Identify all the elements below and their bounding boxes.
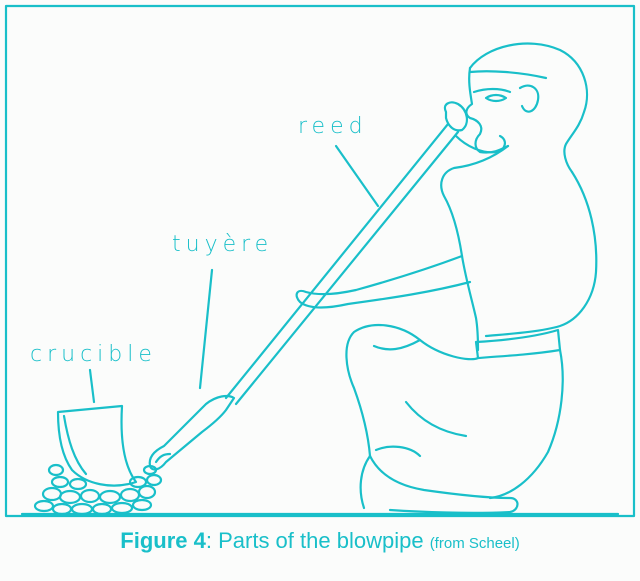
label-reed: reed bbox=[298, 114, 368, 139]
charcoal-pile bbox=[35, 465, 161, 514]
figure-border bbox=[6, 6, 634, 516]
caption-text: Parts of the blowpipe bbox=[212, 528, 424, 553]
figure-caption: Figure 4: Parts of the blowpipe (from Sc… bbox=[0, 528, 640, 554]
reed-pipe bbox=[226, 124, 458, 404]
tuyere-leader bbox=[200, 270, 212, 388]
caption-source: (from Scheel) bbox=[430, 535, 520, 552]
crucible-shape bbox=[58, 406, 136, 486]
reed-leader bbox=[336, 146, 378, 206]
label-tuyere: tuyère bbox=[172, 232, 273, 257]
tuyere-nozzle bbox=[150, 396, 234, 469]
label-crucible: crucible bbox=[30, 342, 157, 367]
caption-figure-number: Figure 4 bbox=[120, 528, 206, 553]
crucible-leader bbox=[90, 370, 94, 402]
